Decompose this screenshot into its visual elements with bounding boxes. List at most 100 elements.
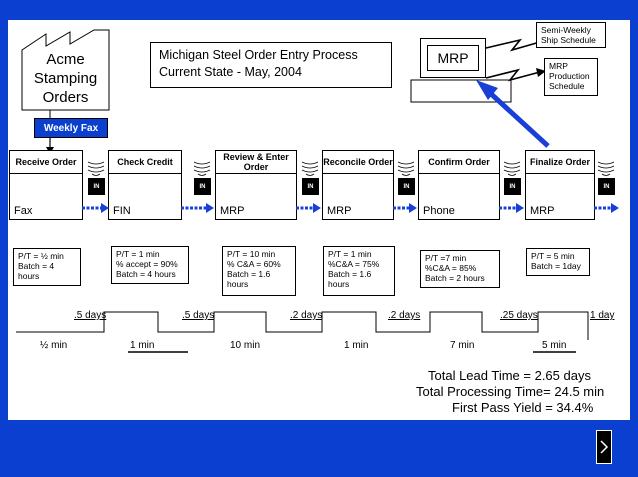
in-tray-icon-3 — [301, 161, 319, 176]
customer-factory-icon — [21, 29, 110, 111]
wait-time-2: .5 days — [182, 310, 215, 321]
info-line: P/T = 5 min — [531, 251, 575, 261]
inventory-marker-4: IN — [398, 178, 415, 195]
inventory-marker-6: IN — [598, 178, 615, 195]
process-name: Review & Enter Order — [216, 151, 296, 174]
title-box: Michigan Steel Order Entry Process Curre… — [150, 42, 392, 88]
inventory-marker-5: IN — [504, 178, 521, 195]
process-system: MRP — [530, 205, 555, 217]
mrp-push-arrow — [487, 90, 550, 148]
info-box-review-enter: P/T = 10 min % C&A = 60% Batch = 1.6 hou… — [222, 246, 296, 296]
wait-time-3: .2 days — [290, 310, 323, 321]
info-line: Batch = 4 hours — [116, 269, 176, 279]
lightning-production — [485, 68, 541, 82]
weekly-fax-label: Weekly Fax — [43, 122, 99, 134]
process-time-4: 1 min — [344, 340, 369, 351]
semi-weekly-line-1: Semi-Weekly — [541, 25, 591, 35]
info-line: P/T =7 min — [425, 253, 467, 263]
wait-time-1: .5 days — [74, 310, 107, 321]
connector-layer — [16, 29, 589, 353]
info-line: Batch = 1day — [531, 261, 581, 271]
info-box-reconcile-order: P/T = 1 min %C&A = 75% Batch = 1.6 hours — [323, 246, 395, 296]
semi-weekly-line-2: Ship Schedule — [541, 35, 596, 45]
info-line: Batch = 2 hours — [425, 273, 485, 283]
push-arrow-5 — [516, 203, 524, 213]
process-system: MRP — [220, 205, 245, 217]
info-line: P/T = 1 min — [116, 249, 160, 259]
process-system: MRP — [327, 205, 352, 217]
info-line: hours — [328, 279, 350, 289]
info-line: %C&A = 85% — [425, 263, 477, 273]
push-arrow-1 — [101, 203, 109, 213]
info-line: % C&A = 60% — [227, 259, 281, 269]
customer-line-3: Orders — [42, 89, 89, 106]
slide-canvas: Acme Stamping Orders Weekly Fax Michigan… — [8, 20, 630, 420]
process-time-5: 7 min — [450, 340, 475, 351]
push-arrow-2 — [206, 203, 214, 213]
process-system: Fax — [14, 205, 33, 217]
title-line-1: Michigan Steel Order Entry Process — [159, 48, 358, 62]
info-line: % accept = 90% — [116, 259, 178, 269]
info-box-receive-order: P/T = ½ min Batch = 4 hours — [13, 248, 81, 286]
process-name: Reconcile Order — [323, 151, 393, 174]
info-line: Batch = 1.6 — [328, 269, 372, 279]
info-line: P/T = 10 min — [227, 249, 276, 259]
in-tray-icon-6 — [597, 161, 615, 176]
process-name: Check Credit — [109, 151, 181, 174]
info-box-finalize-order: P/T = 5 min Batch = 1day — [526, 248, 590, 276]
semi-weekly-schedule: Semi-Weekly Ship Schedule — [536, 22, 606, 48]
inventory-label: IN — [93, 183, 100, 190]
wait-time-4: .2 days — [388, 310, 421, 321]
info-line: P/T = 1 min — [328, 249, 372, 259]
info-line: Batch = 4 — [18, 261, 55, 271]
process-system: FIN — [113, 205, 131, 217]
push-arrow-4 — [409, 203, 417, 213]
process-system: Phone — [423, 205, 455, 217]
process-name: Confirm Order — [419, 151, 499, 174]
slide-nav-icon[interactable] — [596, 430, 612, 464]
info-box-check-credit: P/T = 1 min % accept = 90% Batch = 4 hou… — [111, 246, 189, 284]
flow-arrows — [82, 161, 619, 213]
title-line-2: Current State - May, 2004 — [159, 65, 302, 79]
push-arrow-6 — [611, 203, 619, 213]
in-tray-icon-4 — [397, 161, 415, 176]
inventory-label: IN — [403, 183, 410, 190]
process-name: Receive Order — [10, 151, 82, 174]
process-finalize-order: Finalize Order MRP — [525, 150, 595, 220]
customer-name: Acme Stamping Orders — [22, 50, 109, 107]
in-tray-icon-2 — [193, 161, 211, 176]
process-confirm-order: Confirm Order Phone — [418, 150, 500, 220]
inventory-label: IN — [199, 183, 206, 190]
production-line-3: Schedule — [549, 81, 585, 91]
production-schedule: MRP Production Schedule — [544, 58, 598, 96]
mrp-label: MRP — [437, 50, 469, 66]
process-review-enter: Review & Enter Order MRP — [215, 150, 297, 220]
production-line-1: MRP — [549, 61, 568, 71]
lightning-semi-weekly — [485, 38, 541, 52]
info-box-confirm-order: P/T =7 min %C&A = 85% Batch = 2 hours — [420, 250, 500, 288]
info-line: %C&A = 75% — [328, 259, 380, 269]
inventory-marker-1: IN — [88, 178, 105, 195]
inventory-label: IN — [307, 183, 314, 190]
process-time-3: 10 min — [230, 340, 261, 351]
process-time-1: ½ min — [40, 340, 68, 351]
inventory-label: IN — [603, 183, 610, 190]
process-name: Finalize Order — [526, 151, 594, 174]
timeline-ladder — [16, 311, 589, 340]
mrp-screen: MRP — [427, 45, 479, 71]
wait-time-5: .25 days — [500, 310, 538, 321]
wait-time-6: 1 day — [590, 310, 615, 321]
nav-arrow-icon — [600, 440, 609, 454]
inventory-marker-3: IN — [302, 178, 319, 195]
production-line-2: Production — [549, 71, 590, 81]
process-check-credit: Check Credit FIN — [108, 150, 182, 220]
push-arrow-3 — [313, 203, 321, 213]
first-pass-yield: First Pass Yield = 34.4% — [452, 400, 594, 415]
process-reconcile-order: Reconcile Order MRP — [322, 150, 394, 220]
customer-line-2: Stamping — [33, 70, 98, 87]
weekly-fax-box: Weekly Fax — [34, 118, 108, 138]
total-processing-time: Total Processing Time= 24.5 min — [416, 384, 605, 399]
info-line: hours — [227, 279, 249, 289]
total-lead-time: Total Lead Time = 2.65 days — [428, 368, 591, 383]
mrp-monitor: MRP — [420, 38, 486, 78]
